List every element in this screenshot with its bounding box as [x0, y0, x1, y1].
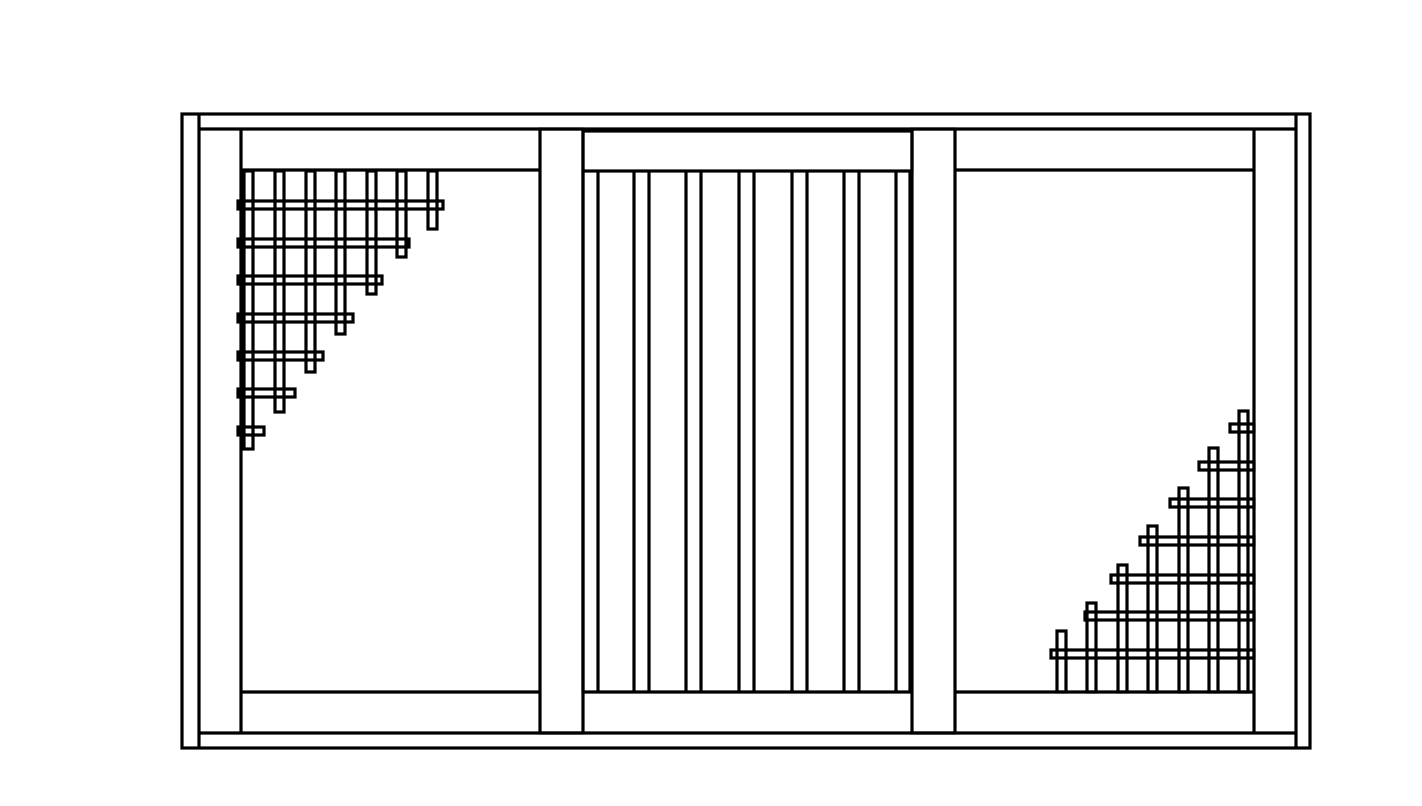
lattice-vertical-bar — [273, 169, 286, 414]
mullion-left — [538, 127, 585, 735]
lattice-horizontal-bar — [236, 350, 325, 362]
lattice-vertical-bar — [365, 169, 378, 296]
lattice-horizontal-bar — [236, 425, 266, 437]
lattice-vertical-bar — [395, 169, 408, 259]
lattice-vertical-bar — [1085, 601, 1098, 694]
center-top-rail — [581, 129, 914, 173]
lattice-horizontal-bar — [1109, 573, 1256, 585]
lattice-horizontal-bar — [236, 274, 384, 286]
lattice-vertical-bar — [1146, 524, 1159, 694]
center-panel — [581, 129, 914, 694]
left-panel — [236, 168, 540, 694]
lattice-horizontal-bar — [236, 312, 355, 324]
lattice-horizontal-bar — [236, 199, 445, 211]
mullion-right — [910, 127, 957, 735]
lattice-horizontal-bar — [236, 237, 411, 249]
lattice-horizontal-bar — [1083, 610, 1256, 622]
lattice-horizontal-bar — [1138, 535, 1256, 547]
outer-frame — [180, 112, 1312, 750]
lattice-horizontal-bar — [1168, 497, 1256, 509]
lattice-vertical-bar — [1177, 486, 1190, 694]
lattice-vertical-bar — [334, 169, 347, 336]
lattice-horizontal-bar — [1228, 422, 1256, 434]
lattice-vertical-bar — [242, 169, 255, 451]
lattice-horizontal-bar — [1049, 648, 1256, 660]
lattice-vertical-bar — [304, 169, 317, 374]
lattice-vertical-bar — [1207, 446, 1220, 694]
lattice-vertical-bar — [1237, 409, 1250, 694]
lattice-vertical-bar — [1116, 563, 1129, 694]
stiles — [239, 127, 1256, 735]
lattice-vertical-bar — [1055, 629, 1068, 694]
right-panel — [955, 168, 1256, 694]
lattice-horizontal-bar — [1197, 460, 1256, 472]
frame-outline — [180, 112, 1312, 750]
lattice-horizontal-bar — [236, 387, 297, 399]
